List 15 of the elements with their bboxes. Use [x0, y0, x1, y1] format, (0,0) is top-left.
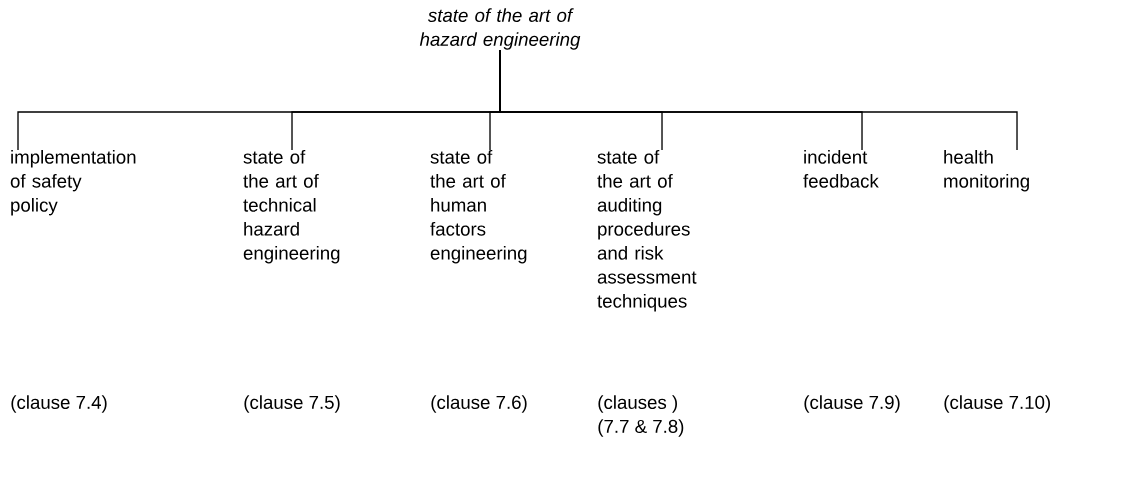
clause-reference: (clause 7.9)	[804, 395, 900, 413]
clause-reference: (clause 7.10)	[944, 395, 1050, 413]
clause-reference: (clause 7.6)	[431, 395, 527, 413]
clause-reference: (7.7 & 7.8)	[598, 419, 684, 437]
branch-label: state of the art of human factors engineering	[430, 150, 527, 264]
clause-reference: (clause 7.4)	[11, 395, 107, 413]
branch-label: state of the art of technical hazard engineering	[243, 150, 340, 264]
clause-reference: (clause 7.5)	[244, 395, 340, 413]
clause-reference: (clauses )	[598, 395, 677, 413]
tree-connector	[499, 49, 1018, 151]
branch-label: implementation of safety policy	[10, 150, 136, 216]
branch-label: state of the art of auditing procedures and risk assessment techniques	[597, 150, 697, 312]
heading-text: state of the art of hazard engineering	[419, 8, 581, 50]
branch-label: incident feedback	[803, 150, 879, 188]
branch-label: health monitoring	[944, 150, 1029, 192]
